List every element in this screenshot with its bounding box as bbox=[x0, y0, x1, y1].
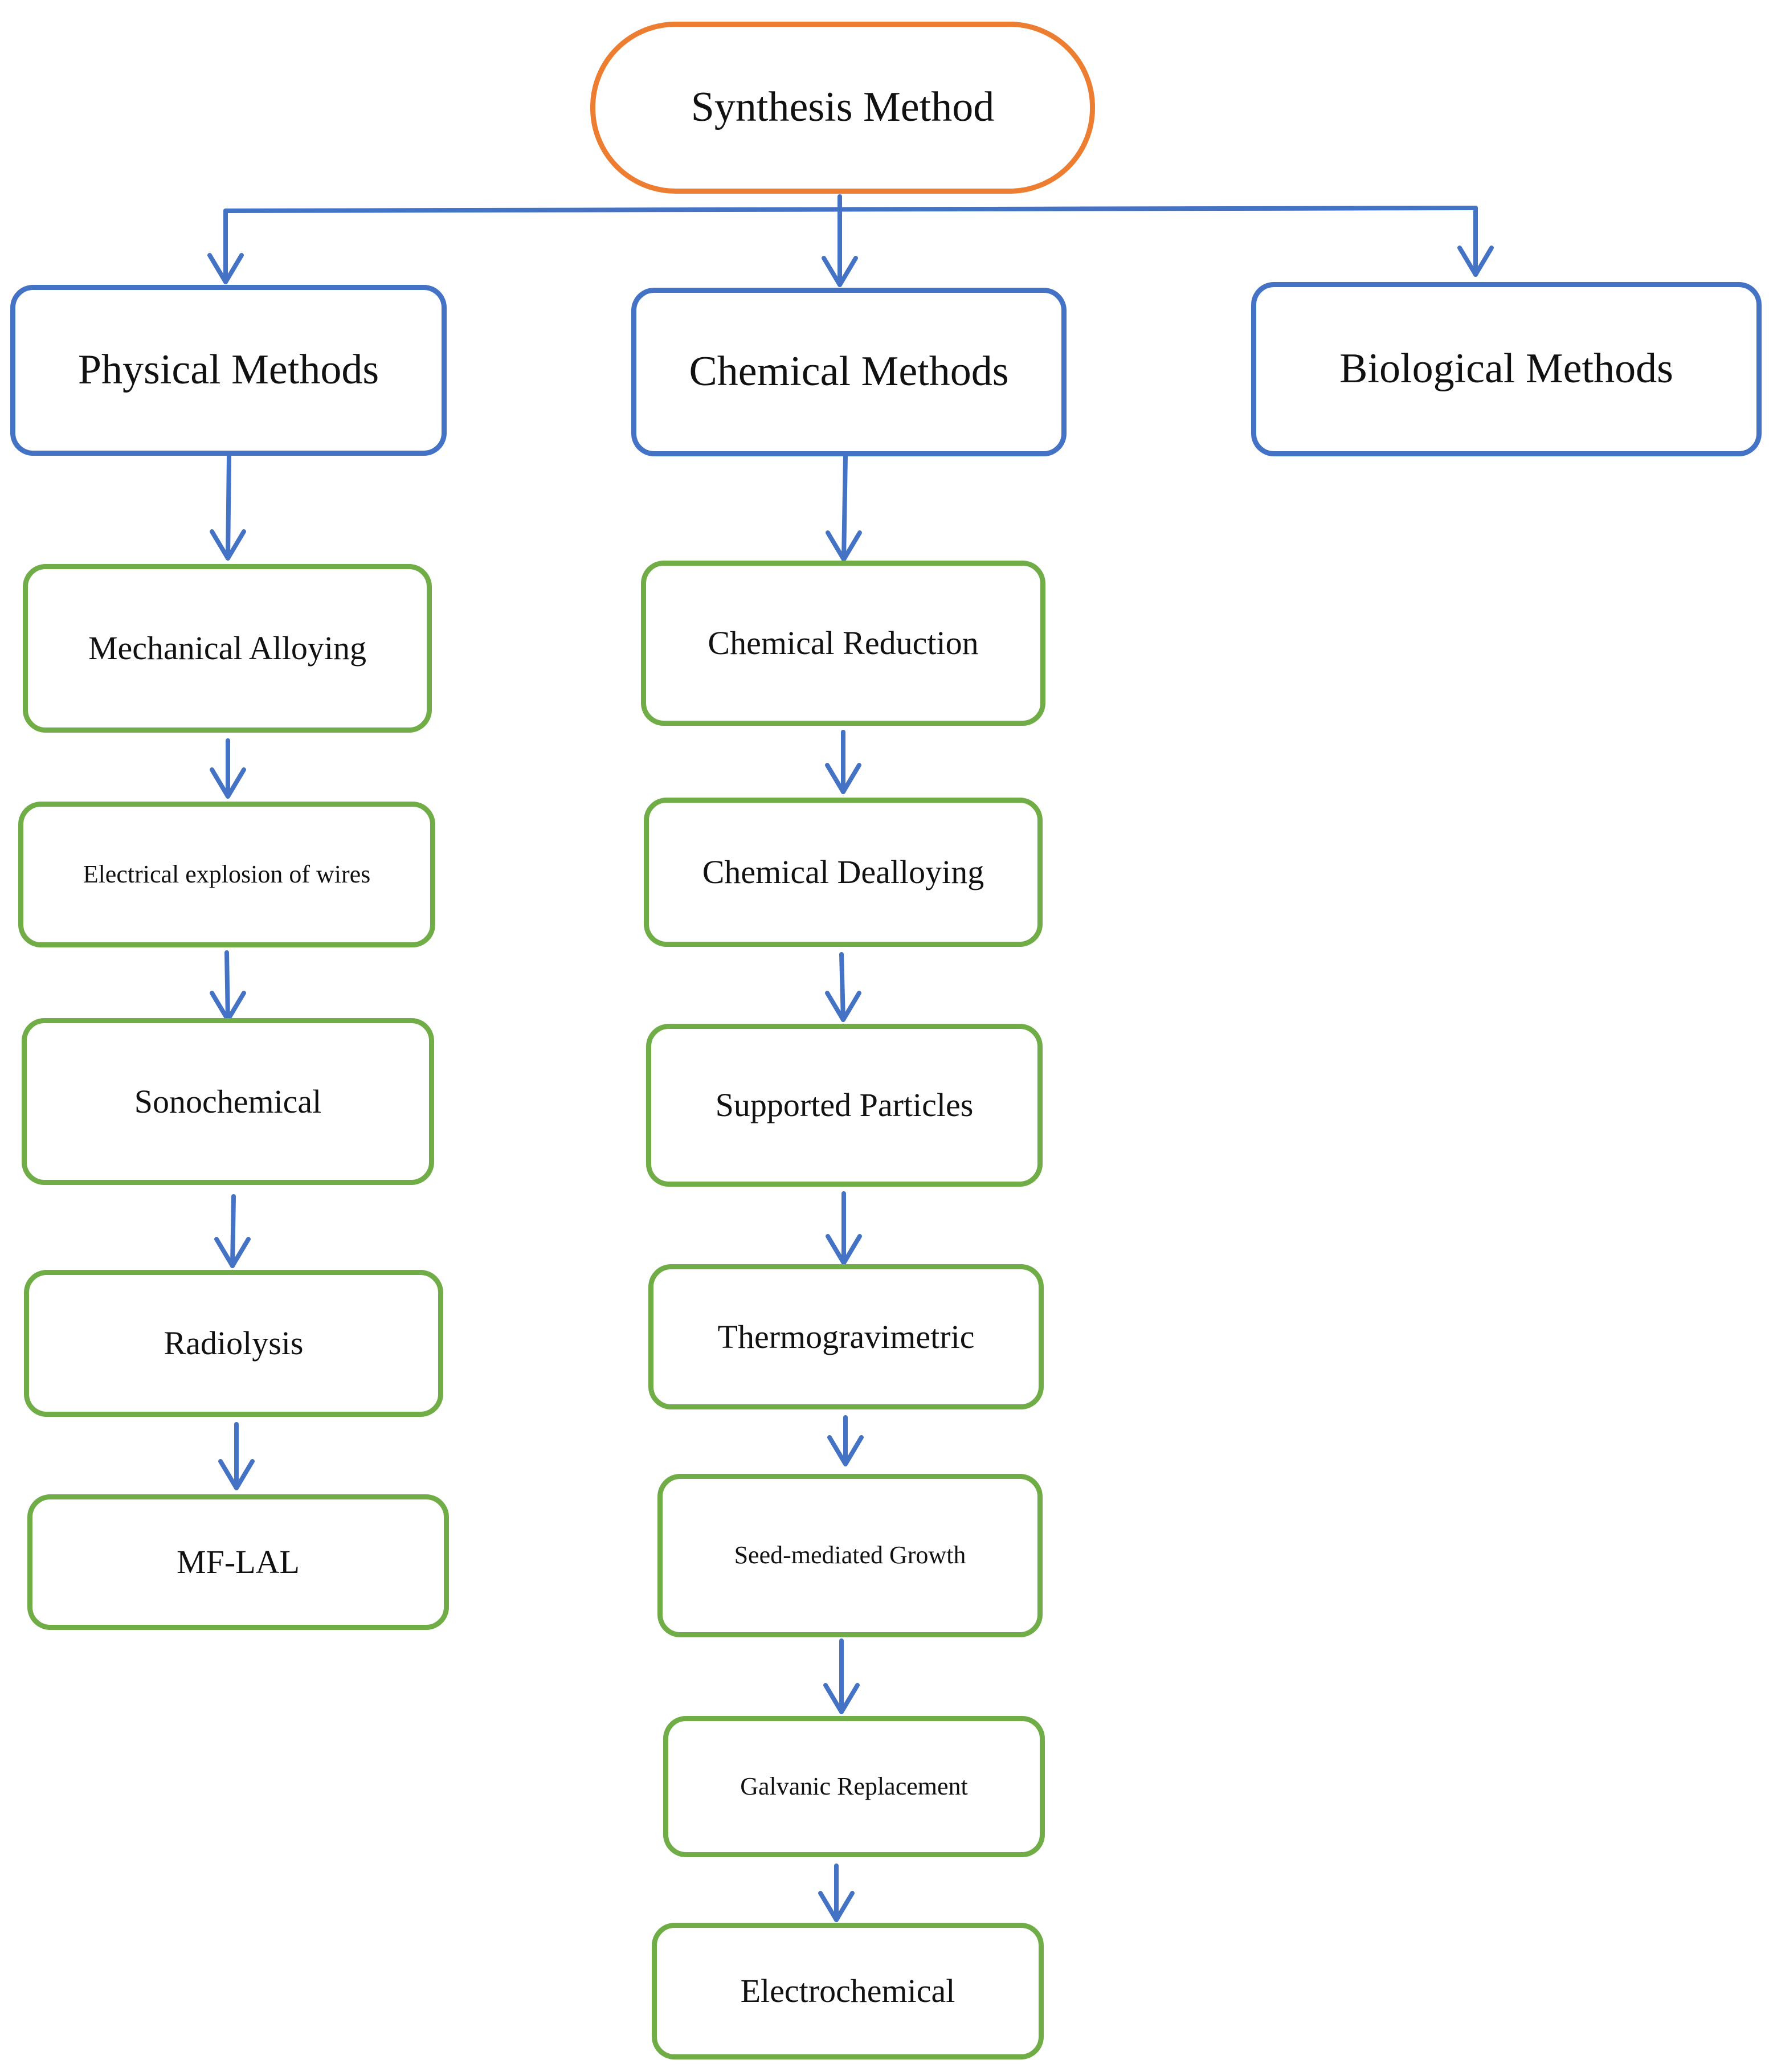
arrowhead-chemical-7 bbox=[818, 1891, 855, 1922]
method-node-physical-4: Radiolysis bbox=[24, 1270, 443, 1417]
arrowhead-to-biological bbox=[1457, 246, 1494, 277]
category-label-chemical: Chemical Methods bbox=[689, 348, 1009, 395]
arrowhead-chemical-2 bbox=[825, 763, 861, 794]
method-label: Chemical Dealloying bbox=[702, 853, 984, 891]
connector-physical-4 bbox=[230, 1194, 236, 1268]
arrowhead-to-physical bbox=[207, 253, 244, 284]
method-label: Chemical Reduction bbox=[708, 624, 979, 662]
method-node-chemical-6: Galvanic Replacement bbox=[663, 1716, 1045, 1857]
category-label-biological: Biological Methods bbox=[1339, 345, 1673, 393]
method-node-chemical-1: Chemical Reduction bbox=[641, 561, 1045, 726]
arrowhead-chemical-4 bbox=[826, 1234, 862, 1265]
method-label: Seed-mediated Growth bbox=[734, 1541, 966, 1570]
category-node-biological: Biological Methods bbox=[1251, 282, 1762, 456]
arrowhead-chemical-5 bbox=[827, 1435, 864, 1466]
connector-physical-3 bbox=[224, 950, 230, 1022]
root-label: Synthesis Method bbox=[691, 84, 995, 131]
connector-chemical-1 bbox=[841, 453, 848, 562]
method-label: MF-LAL bbox=[177, 1543, 300, 1581]
category-label-physical: Physical Methods bbox=[77, 346, 379, 394]
method-label: Mechanical Alloying bbox=[88, 630, 367, 667]
method-node-chemical-4: Thermogravimetric bbox=[648, 1264, 1044, 1409]
method-label: Radiolysis bbox=[164, 1325, 304, 1362]
arrowhead-physical-4 bbox=[214, 1237, 251, 1268]
method-node-physical-3: Sonochemical bbox=[22, 1018, 434, 1185]
arrowhead-physical-5 bbox=[218, 1459, 255, 1490]
method-label: Electrical explosion of wires bbox=[83, 860, 371, 888]
arrowhead-chemical-3 bbox=[825, 991, 861, 1022]
connector-physical-1 bbox=[226, 453, 231, 561]
method-node-physical-2: Electrical explosion of wires bbox=[18, 802, 435, 947]
method-node-chemical-2: Chemical Dealloying bbox=[644, 798, 1043, 947]
connector-chemical-3 bbox=[839, 952, 845, 1022]
category-node-chemical: Chemical Methods bbox=[631, 288, 1067, 456]
arrowhead-physical-1 bbox=[210, 529, 246, 561]
arrowhead-to-chemical bbox=[822, 256, 858, 287]
method-node-chemical-5: Seed-mediated Growth bbox=[657, 1474, 1043, 1637]
method-node-chemical-7: Electrochemical bbox=[652, 1923, 1044, 2059]
method-label: Galvanic Replacement bbox=[740, 1772, 968, 1800]
method-label: Sonochemical bbox=[134, 1082, 322, 1120]
method-node-chemical-3: Supported Particles bbox=[646, 1024, 1043, 1187]
method-node-physical-5: MF-LAL bbox=[27, 1494, 449, 1630]
arrowhead-chemical-6 bbox=[823, 1683, 860, 1714]
method-label: Electrochemical bbox=[740, 1972, 955, 2010]
method-label: Thermogravimetric bbox=[717, 1318, 975, 1355]
arrowhead-physical-2 bbox=[210, 767, 246, 799]
arrowhead-chemical-1 bbox=[826, 530, 862, 562]
method-label: Supported Particles bbox=[715, 1086, 974, 1124]
connector-branch-bar bbox=[223, 206, 1478, 213]
root-node: Synthesis Method bbox=[590, 22, 1095, 194]
method-node-physical-1: Mechanical Alloying bbox=[23, 564, 432, 733]
category-node-physical: Physical Methods bbox=[10, 285, 447, 456]
